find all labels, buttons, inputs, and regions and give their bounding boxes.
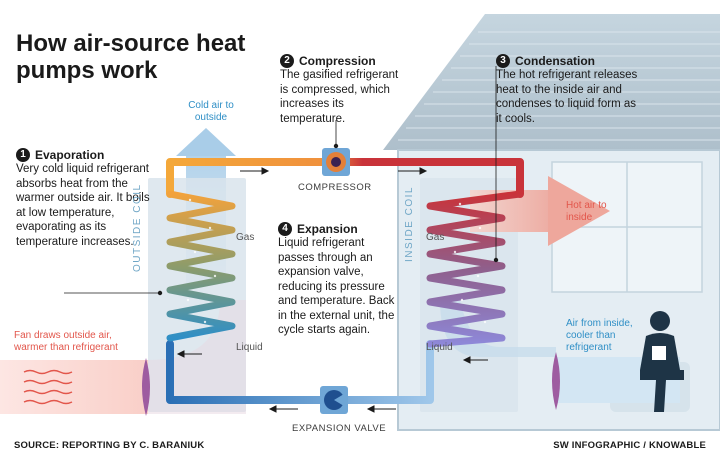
fan-air-label: Fan draws outside air, warmer than refri… <box>14 330 118 353</box>
fan-inside-icon <box>552 352 560 410</box>
step-evaporation: 1 Evaporation Very cold liquid refrigeran… <box>16 148 156 249</box>
arrow-left-icon <box>176 350 202 358</box>
step-title: Condensation <box>515 54 595 68</box>
refrigerant-loop <box>166 158 524 404</box>
coil-sparkles <box>186 198 487 324</box>
roof-stripes <box>398 31 720 141</box>
arrow-left-icon <box>462 356 488 364</box>
step-number-badge: 3 <box>496 54 510 68</box>
arrow-right-icon <box>240 167 270 175</box>
inside-coil-label: INSIDE COIL <box>404 186 415 262</box>
step-title: Evaporation <box>35 148 105 162</box>
liquid-label-outside: Liquid <box>236 342 263 353</box>
leader-lines <box>64 66 499 296</box>
compressor <box>322 148 350 176</box>
gas-label-inside: Gas <box>426 232 445 243</box>
step-number-badge: 1 <box>16 148 30 162</box>
inside-coil <box>426 190 524 348</box>
outside-coil <box>166 190 236 342</box>
person-icon <box>640 311 684 412</box>
compressor-label: COMPRESSOR <box>298 182 372 193</box>
step-title: Compression <box>299 54 376 68</box>
cold-air-label: Cold air to outside <box>188 100 234 123</box>
fan-outside-icon <box>142 358 150 416</box>
bottom-pipe <box>166 340 434 404</box>
step-number-badge: 4 <box>278 222 292 236</box>
graphic-credit: SW INFOGRAPHIC / KNOWABLE <box>553 440 706 451</box>
gas-label-outside: Gas <box>236 232 255 243</box>
step-text: The hot refrigerant releases heat to the… <box>496 69 638 125</box>
arrow-right-icon <box>398 167 428 175</box>
step-condensation: 3 Condensation The hot refrigerant releas… <box>496 54 644 126</box>
page-title: How air-source heat pumps work <box>16 30 246 84</box>
step-text: Very cold liquid refrigerant absorbs hea… <box>16 163 150 248</box>
step-expansion: 4 Expansion Liquid refrigerant passes thr… <box>278 222 402 338</box>
liquid-label-inside: Liquid <box>426 342 453 353</box>
flow-arrows <box>176 167 488 413</box>
expansion-valve <box>320 386 348 414</box>
step-compression: 2 Compression The gasified refrigerant is… <box>280 54 400 126</box>
inside-air-label: Air from inside, cooler than refrigerant <box>566 318 633 353</box>
step-title: Expansion <box>297 222 358 236</box>
arrow-left-icon <box>268 405 298 413</box>
outside-coil-label: OUTSIDE COIL <box>132 183 143 272</box>
expansion-valve-label: EXPANSION VALVE <box>292 423 387 434</box>
step-text: The gasified refrigerant is compressed, … <box>280 69 399 125</box>
hot-air-label: Hot air to inside <box>566 200 607 223</box>
step-text: Liquid refrigerant passes through an exp… <box>278 237 395 336</box>
step-number-badge: 2 <box>280 54 294 68</box>
warm-air-squiggles <box>23 369 73 405</box>
arrow-left-icon <box>366 405 396 413</box>
source-credit: SOURCE: REPORTING BY C. BARANIUK <box>14 440 205 451</box>
